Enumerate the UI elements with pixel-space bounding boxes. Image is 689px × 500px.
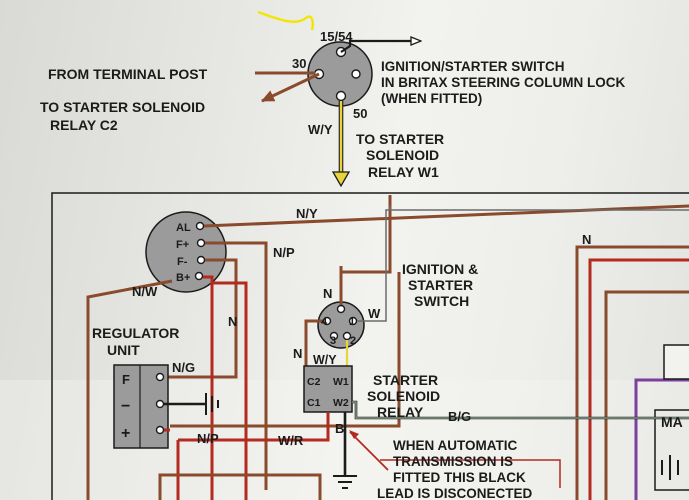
partial-ma-box bbox=[654, 409, 689, 491]
label-starter-relay-3: RELAY bbox=[377, 404, 424, 420]
label-15-54: 15/54 bbox=[320, 29, 353, 44]
label-wire-np-top: N/P bbox=[273, 245, 295, 260]
label-starter-relay-2: SOLENOID bbox=[367, 388, 440, 404]
label-sw-pin-3: 3 bbox=[330, 335, 336, 347]
label-britax-2: IN BRITAX STEERING COLUMN LOCK bbox=[381, 75, 625, 90]
label-to-w1-2: SOLENOID bbox=[366, 147, 439, 163]
wy-arrow-head bbox=[331, 171, 351, 188]
label-britax-1: IGNITION/STARTER SWITCH bbox=[381, 59, 565, 74]
label-wire-w: W bbox=[368, 306, 381, 321]
label-ignition-2: STARTER bbox=[408, 277, 473, 293]
label-wire-ny: N/Y bbox=[296, 206, 318, 221]
label-alt-fplus: F+ bbox=[176, 239, 189, 251]
label-ma-partial: MA bbox=[661, 414, 683, 430]
label-auto-note-4: LEAD IS DISCONECTED bbox=[377, 486, 533, 500]
label-auto-note-1: WHEN AUTOMATIC bbox=[393, 438, 517, 453]
alternator-body bbox=[145, 211, 227, 293]
reg-terminal-f bbox=[155, 372, 165, 382]
britax-terminal-unused bbox=[351, 69, 361, 79]
wire-ny bbox=[203, 204, 689, 228]
label-reg-f: F bbox=[122, 372, 130, 387]
wire-red-right bbox=[588, 258, 689, 500]
starter-relay-body bbox=[303, 365, 353, 413]
reg-terminal-plus bbox=[155, 425, 165, 435]
label-auto-note-2: TRANSMISSION IS bbox=[393, 454, 513, 469]
wire-nw bbox=[86, 279, 173, 500]
auto-note-arrow bbox=[349, 431, 389, 471]
label-wire-wr: W/R bbox=[278, 433, 304, 448]
label-sw-pin-2: 2 bbox=[350, 335, 356, 347]
label-30: 30 bbox=[292, 56, 306, 71]
label-to-solenoid-c2-2: RELAY C2 bbox=[50, 117, 118, 133]
label-wire-n-switch-left: N bbox=[293, 346, 302, 361]
sw-terminal-3 bbox=[329, 331, 339, 341]
label-to-w1-3: RELAY W1 bbox=[368, 164, 439, 180]
label-regulator-1: REGULATOR bbox=[92, 325, 179, 341]
reg-terminal-minus bbox=[155, 399, 165, 409]
wire-brown-right-2 bbox=[604, 290, 689, 500]
wire-np-field bbox=[205, 241, 268, 490]
label-wire-n-alt: N bbox=[228, 314, 237, 329]
wire-switch-left-n bbox=[304, 319, 323, 378]
yellow-annotation-mark bbox=[257, 10, 314, 31]
label-wire-b: B bbox=[335, 421, 344, 436]
auto-note-bracket bbox=[380, 459, 561, 488]
label-starter-relay-1: STARTER bbox=[373, 372, 438, 388]
alt-terminal-bplus bbox=[194, 271, 204, 281]
label-britax-3: (WHEN FITTED) bbox=[381, 91, 482, 106]
wire-w bbox=[357, 209, 689, 322]
label-wire-n-right: N bbox=[582, 232, 591, 247]
label-wy-top: W/Y bbox=[308, 122, 333, 137]
label-alt-fminus: F- bbox=[177, 256, 188, 268]
partial-box-right bbox=[663, 344, 689, 380]
label-to-solenoid-c2-1: TO STARTER SOLENOID bbox=[40, 99, 205, 115]
label-from-terminal-post: FROM TERMINAL POST bbox=[48, 66, 208, 82]
wire-switch-top-n bbox=[339, 195, 392, 305]
alt-terminal-fminus bbox=[196, 255, 206, 265]
wire-brown-bottom bbox=[158, 473, 322, 500]
label-relay-c2: C2 bbox=[307, 376, 321, 388]
wire-wr bbox=[178, 412, 330, 442]
britax-terminal-50 bbox=[335, 90, 347, 102]
diagram-frame bbox=[51, 192, 689, 500]
auto-note-arrowhead bbox=[349, 430, 359, 439]
label-reg-plus: + bbox=[121, 425, 130, 442]
label-relay-w1: W1 bbox=[333, 376, 349, 388]
wire-purple bbox=[634, 378, 689, 500]
wire-brown-loop bbox=[170, 266, 401, 428]
label-wire-bg: B/G bbox=[448, 409, 471, 424]
label-to-w1-1: TO STARTER bbox=[356, 131, 444, 147]
label-wire-np-bottom: N/P bbox=[197, 431, 219, 446]
label-sw-pin-4: 4 bbox=[321, 316, 328, 328]
wire-n-right bbox=[575, 245, 689, 500]
label-wire-ng: N/G bbox=[172, 360, 195, 375]
label-sw-pin-1: 1 bbox=[349, 316, 355, 328]
label-ignition-3: SWITCH bbox=[414, 293, 469, 309]
sw-terminal-2 bbox=[342, 331, 352, 341]
label-wire-wy-relay: W/Y bbox=[313, 353, 337, 367]
label-regulator-2: UNIT bbox=[107, 342, 140, 358]
label-50: 50 bbox=[353, 106, 367, 121]
label-auto-note-3: FITTED THIS BLACK bbox=[393, 470, 526, 485]
alt-terminal-fplus bbox=[196, 238, 206, 248]
wire-bg bbox=[352, 401, 689, 419]
label-wire-nw: N/W bbox=[132, 284, 158, 299]
alt-terminal-al bbox=[195, 221, 205, 231]
sw-terminal-top bbox=[336, 304, 346, 314]
wire-n-battery bbox=[212, 281, 248, 500]
label-alt-bplus: B+ bbox=[176, 272, 190, 284]
label-ignition-1: IGNITION & bbox=[402, 261, 478, 277]
sw-terminal-1 bbox=[348, 316, 358, 326]
label-alt-al: AL bbox=[176, 222, 191, 234]
label-wire-n-switch-top: N bbox=[323, 286, 332, 301]
label-reg-minus: − bbox=[121, 398, 130, 415]
label-relay-c1: C1 bbox=[307, 397, 321, 409]
to-solenoid-c2-wire bbox=[261, 72, 320, 103]
britax-output-arrow bbox=[340, 41, 420, 53]
sw-terminal-4 bbox=[322, 316, 332, 326]
wire-ng bbox=[160, 258, 238, 379]
label-relay-w2: W2 bbox=[333, 397, 349, 409]
